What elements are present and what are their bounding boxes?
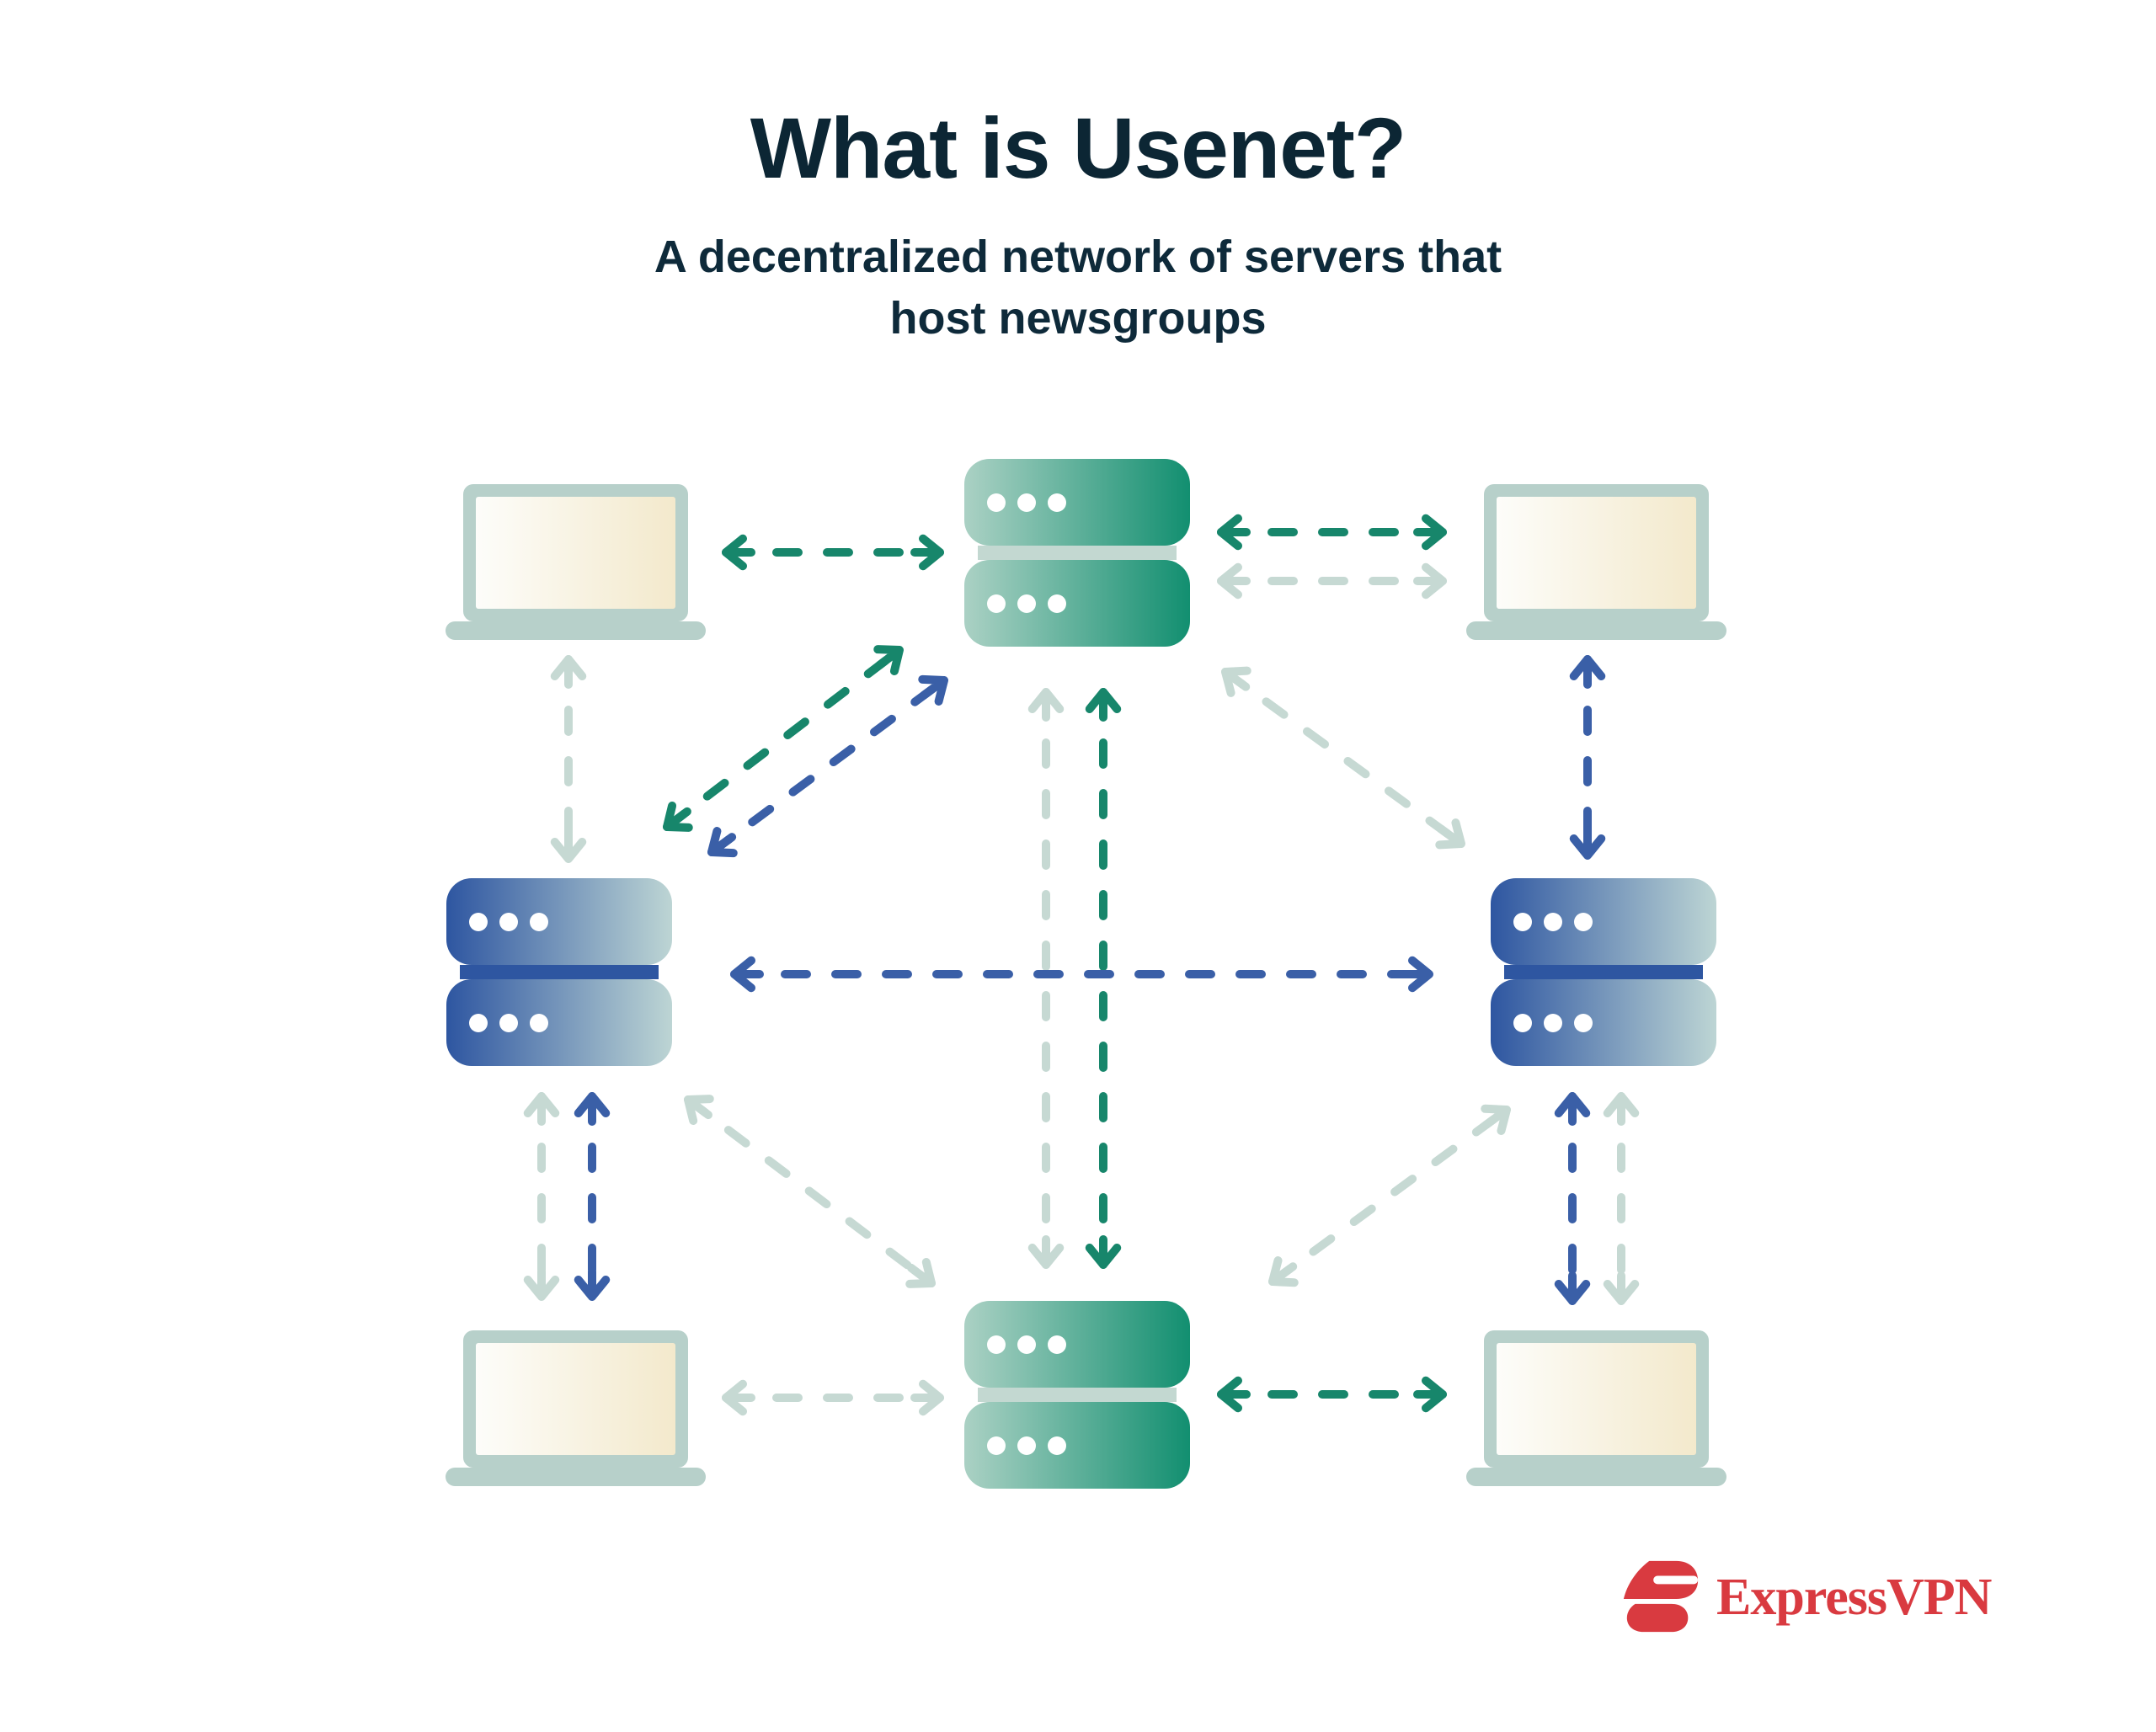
laptop-bottom-right [1466,1330,1726,1486]
laptop-top-right [1466,484,1726,640]
arrow-topserver-rightserver-sage [1221,666,1465,850]
arrow-leftserver-topserver-green [663,645,904,832]
brand-name: ExpressVPN [1716,1568,1992,1626]
header: What is Usenet? A decentralized network … [0,99,2156,350]
brand-logo: ExpressVPN [1619,1556,1992,1639]
server-left [446,878,672,1066]
page-title: What is Usenet? [750,100,1406,196]
server-bottom [964,1301,1190,1489]
server-top [964,459,1190,647]
laptop-top-left [446,484,706,640]
expressvpn-logo-icon [1623,1560,1699,1633]
arrow-leftserver-topserver-navy [707,674,948,858]
subtitle-line-2: host newsgroups [889,293,1267,344]
subtitle-line-1: A decentralized network of servers that [654,232,1502,282]
arrow-bottomserver-rightserver-sage [1268,1104,1511,1287]
page-subtitle: A decentralized network of servers that … [0,226,2156,350]
server-right [1491,878,1716,1066]
arrow-leftserver-bottomserver-sage [684,1095,936,1288]
laptop-bottom-left [446,1330,706,1486]
